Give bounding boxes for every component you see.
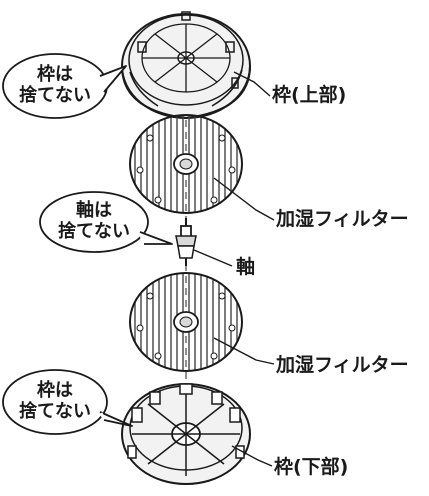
leader-shaft [193,249,233,267]
label-frame-top: 枠(上部) [272,84,347,106]
bubble-shaft-text: 軸は 捨てない [48,200,140,242]
label-frame-bottom: 枠(下部) [274,456,349,478]
leader-filter-lower [213,337,275,365]
frame-top-part [121,11,251,120]
bubble-frame-top-line1: 枠は [37,64,73,85]
bubble-shaft-shape [39,191,173,253]
bubble-frame-bottom-line2: 捨てない [19,400,91,422]
bubble-frame-top-line2: 捨てない [19,84,91,106]
bubble-frame-bottom-text: 枠は 捨てない [9,380,101,422]
label-shaft: 軸 [236,256,256,278]
bubble-frame-bottom-line1: 枠は [37,380,73,401]
leader-frame-bottom [231,445,273,467]
leader-frame-top [233,71,271,97]
shaft-part [175,218,197,266]
bubble-frame-bottom-shape [2,369,133,435]
label-filter-upper: 加湿フィルター [276,208,409,230]
bubble-shaft-line1: 軸は [76,200,112,221]
label-filter-lower: 加湿フィルター [276,354,409,376]
filter-upper-part [129,114,243,214]
leader-filter-upper [213,177,275,221]
bubble-shaft-line2: 捨てない [58,220,130,242]
frame-bottom-part [121,383,251,485]
filter-lower-part [129,272,243,372]
leader-lines [193,71,275,467]
bubble-frame-top-text: 枠は 捨てない [9,64,101,106]
bubble-frame-top-shape [2,53,127,119]
